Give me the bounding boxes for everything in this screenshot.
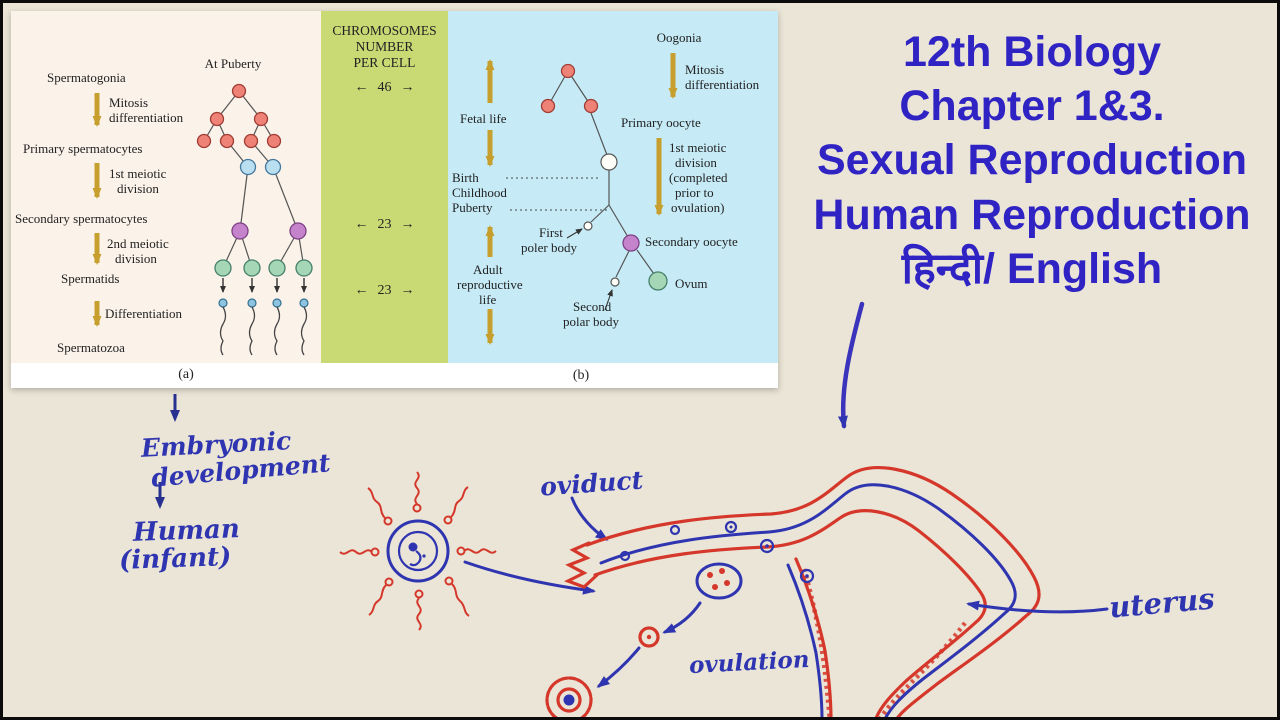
chromosome-count-row: ← 23 → xyxy=(321,217,448,233)
oogenesis-panel xyxy=(448,11,778,363)
label-1st-meiotic-b4: prior to xyxy=(675,185,714,200)
label-mitosis-a2: differentiation xyxy=(109,110,184,125)
textbook-figure: At Puberty Spermatogonia Mitosis differe… xyxy=(11,11,778,388)
label-1st-meiotic-b2: division xyxy=(675,155,717,170)
label-spermatids: Spermatids xyxy=(61,271,120,286)
label-at-puberty: At Puberty xyxy=(204,56,262,71)
title-to-uterus-arrow xyxy=(837,301,865,429)
chromosome-count-row: ← 46 → xyxy=(321,80,448,96)
label-oogonia: Oogonia xyxy=(656,30,702,45)
spermatogenesis-panel xyxy=(11,11,321,363)
fimbriae xyxy=(564,541,599,589)
chromosome-count-46: 46 xyxy=(377,80,392,95)
spermatogenesis-tree xyxy=(196,83,313,356)
label-adult-3: life xyxy=(479,292,497,307)
label-second-polar-1: Second xyxy=(573,299,612,314)
sperm-icon xyxy=(299,298,309,356)
title-line-5: हिन्दी/ English xyxy=(901,244,1163,293)
arrow-left-icon: ← xyxy=(354,283,369,298)
title-line-3: Sexual Reproduction xyxy=(816,136,1248,185)
label-first-polar-1: First xyxy=(539,225,563,240)
label-fetal-life: Fetal life xyxy=(460,111,507,126)
arrow-left-icon: ← xyxy=(354,80,369,95)
caption-a: (a) xyxy=(178,367,194,382)
label-differentiation: Differentiation xyxy=(105,306,183,321)
chromosome-count-23b: 23 xyxy=(377,283,392,298)
label-1st-meiotic-a2: division xyxy=(117,181,159,196)
label-1st-meiotic-b5: ovulation) xyxy=(671,200,725,215)
label-2nd-meiotic-a2: division xyxy=(115,251,157,266)
title-line-4: Human Reproduction xyxy=(813,190,1251,239)
label-childhood: Childhood xyxy=(452,185,507,200)
uterus-label-arrow xyxy=(966,600,1109,614)
hand-drawn-diagram xyxy=(155,301,1109,717)
ovary-to-egg-arrow xyxy=(662,601,702,634)
label-ovum: Ovum xyxy=(675,276,708,291)
sperm-icon xyxy=(272,298,282,356)
label-1st-meiotic-b3: (completed xyxy=(669,170,728,185)
title-line-2: Chapter 1&3. xyxy=(899,82,1165,131)
sperm-icon xyxy=(218,298,228,356)
oviduct-label-arrow xyxy=(570,496,609,541)
sperm-icons xyxy=(339,471,497,631)
label-adult-2: reproductive xyxy=(457,277,523,292)
chromosome-header-3: PER CELL xyxy=(353,55,416,70)
label-1st-meiotic-a1: 1st meiotic xyxy=(109,166,167,181)
chromosome-count-23a: 23 xyxy=(377,217,392,232)
ovulated-egg xyxy=(638,626,660,648)
label-puberty: Puberty xyxy=(452,200,493,215)
label-primary-spermatocytes: Primary spermatocytes xyxy=(23,141,143,156)
sperm-icon xyxy=(247,298,257,356)
label-2nd-meiotic-a1: 2nd meiotic xyxy=(107,236,169,251)
egg-to-ovum-arrow xyxy=(596,646,641,688)
label-mitosis-b1: Mitosis xyxy=(685,62,725,77)
arrow-right-icon: → xyxy=(400,283,415,298)
ovary-drawing xyxy=(695,562,743,600)
label-secondary-oocyte: Secondary oocyte xyxy=(645,234,738,249)
video-title: 12th Biology Chapter 1&3. Sexual Reprodu… xyxy=(788,25,1276,296)
chromosome-number-panel xyxy=(321,11,448,363)
label-spermatozoa: Spermatozoa xyxy=(57,340,125,355)
oogenesis-tree xyxy=(485,53,678,345)
chromosome-header-1: CHROMOSOMES xyxy=(332,23,437,38)
label-infant: (infant) xyxy=(118,542,232,576)
arrow-right-icon: → xyxy=(400,80,415,95)
title-line-1: 12th Biology xyxy=(902,28,1162,76)
figure-diagram-art xyxy=(92,53,678,356)
arrow-left-icon: ← xyxy=(354,217,369,232)
chromosome-count-row: ← 23 → xyxy=(321,283,448,299)
label-first-polar-2: poler body xyxy=(521,240,577,255)
label-mitosis-b2: differentiation xyxy=(685,77,760,92)
caption-b: (b) xyxy=(572,368,590,383)
label-primary-oocyte: Primary oocyte xyxy=(621,115,701,130)
ovum-to-oviduct-arrow xyxy=(463,560,596,595)
chromosome-header-2: NUMBER xyxy=(355,39,414,54)
arrow-right-icon: → xyxy=(400,217,415,232)
label-secondary-spermatocytes: Secondary spermatocytes xyxy=(15,211,148,226)
ovum-sperm-drawing xyxy=(339,471,497,631)
label-mitosis-a1: Mitosis xyxy=(109,95,149,110)
label-birth: Birth xyxy=(452,170,479,185)
label-1st-meiotic-b1: 1st meiotic xyxy=(669,140,727,155)
label-adult-1: Adult xyxy=(473,262,503,277)
label-second-polar-2: polar body xyxy=(563,314,619,329)
label-spermatogonia: Spermatogonia xyxy=(47,70,126,85)
uterus-drawing xyxy=(564,466,1041,717)
bottom-ovum-drawing xyxy=(545,676,593,717)
